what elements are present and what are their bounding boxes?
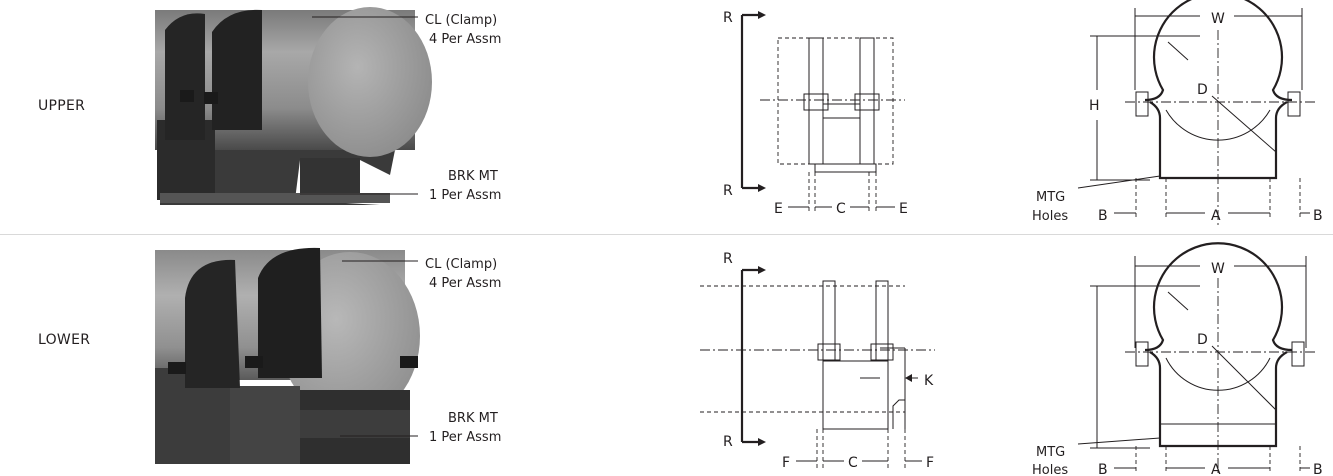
upper-dim-b-left: B [1098,208,1108,224]
lower-dim-b-left: B [1098,462,1108,476]
lower-row-label: LOWER [38,332,91,348]
upper-clamp-qty: 4 Per Assm [429,32,501,47]
upper-dim-w: W [1211,11,1225,27]
clamp-band-right [212,9,262,130]
upper-dim-r-bottom: R [723,183,733,199]
upper-dim-r-top: R [723,10,733,26]
lower-dim-r-bottom: R [723,434,733,450]
upper-row-label: UPPER [38,98,86,114]
upper-callouts: CL (Clamp) 4 Per Assm BRK MT 1 Per Assm [300,13,501,203]
lower-product-photo [155,247,420,464]
lower-clamp-qty: 4 Per Assm [429,276,501,291]
upper-bracket-qty: 1 Per Assm [429,188,501,203]
lower-bracket-qty: 1 Per Assm [429,430,501,445]
upper-dim-h: H [1089,98,1100,114]
upper-bracket-label: BRK MT [448,169,498,184]
lower-dim-b-right: B [1313,462,1323,476]
lower-dim-k: K [924,373,934,389]
lower-dim-w: W [1211,261,1225,277]
lower-drawings: CL (Clamp) 4 Per Assm BRK MT 1 Per Assm … [155,242,1323,476]
lower-dim-d: D [1197,332,1208,348]
upper-side-view: R R E C E [723,10,908,217]
upper-dim-e-left: E [774,201,783,217]
upper-mtg-label: MTG [1036,190,1065,205]
clamp-band-left [165,13,205,140]
lower-clamp-label: CL (Clamp) [425,257,497,272]
upper-product-photo [155,7,432,205]
row-divider [0,234,1333,235]
upper-mtg-holes-label: Holes [1032,209,1068,224]
lower-dim-c: C [848,455,858,471]
clamp-band-right [258,247,322,378]
upper-clamp-label: CL (Clamp) [425,13,497,28]
lower-dim-f-left: F [782,455,790,471]
upper-front-view: W H D B A B [1032,0,1323,225]
lower-callouts: CL (Clamp) 4 Per Assm BRK MT 1 Per Assm [340,257,501,445]
lower-dim-f-right: F [926,455,934,471]
lower-front-view: W D B A B MTG [1032,242,1323,476]
lower-mtg-label: MTG [1036,445,1065,460]
upper-drawings: CL (Clamp) 4 Per Assm BRK MT 1 Per Assm … [155,0,1323,225]
lower-dim-r-top: R [723,251,733,267]
lower-dim-a: A [1211,462,1221,476]
lower-mtg-holes-label: Holes [1032,463,1068,476]
upper-dim-d: D [1197,82,1208,98]
lower-section: LOWER CL [0,238,1333,476]
upper-dim-a: A [1211,208,1221,224]
lower-side-view: R R K [700,251,935,471]
upper-dim-b-right: B [1313,208,1323,224]
clamp-band-left [185,259,240,388]
upper-dim-e-right: E [899,201,908,217]
upper-section: UPPER CL (Clamp [0,0,1333,232]
lower-bracket-label: BRK MT [448,411,498,426]
upper-dim-c: C [836,201,846,217]
